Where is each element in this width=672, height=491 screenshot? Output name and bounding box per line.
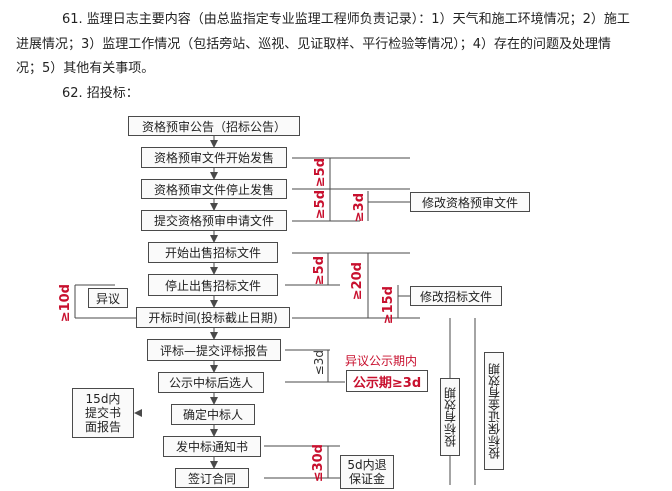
paragraph-61-line-1: 61. 监理日志主要内容（由总监指定专业监理工程师负责记录）：1）天气和施工环境… (62, 12, 630, 27)
duration-modify-prequal: ≥3d (352, 193, 367, 223)
duration-modify-tender: ≥15d (381, 286, 396, 325)
duration-prequal-submit: ≥5d (313, 190, 328, 220)
duration-prequal-sale: ≥5d (313, 158, 328, 188)
report-line-2: 提交书 (84, 406, 121, 420)
bid-validity-period: 投标有效期 (440, 378, 460, 456)
step-prequal-sale-start: 资格预审文件开始发售 (141, 147, 287, 168)
step-submit-prequal: 提交资格预审申请文件 (141, 210, 287, 231)
duration-objection: ≥10d (58, 284, 73, 323)
box-objection: 异议 (88, 288, 128, 308)
step-tender-sale-stop: 停止出售招标文件 (148, 274, 278, 296)
step-issue-notice: 发中标通知书 (163, 436, 261, 457)
report-line-3: 面报告 (84, 420, 121, 434)
box-publicity-period: 公示期≥3d (346, 370, 428, 392)
box-15d-report: 15d内 提交书 面报告 (72, 388, 134, 438)
step-publicize-candidate: 公示中标后选人 (158, 372, 264, 393)
box-modify-tender: 修改招标文件 (410, 286, 502, 306)
label-objection-period: 异议公示期内 (345, 354, 418, 368)
step-sign-contract: 签订合同 (175, 468, 249, 488)
duration-evaluation: ≤3d (312, 350, 326, 376)
paragraph-61-line-2: 进展情况；3）监理工作情况（包括旁站、巡视、见证取样、平行检验等情况）；4）存在… (16, 37, 612, 52)
step-confirm-winner: 确定中标人 (171, 404, 255, 425)
box-5d-deposit: 5d内退 保证金 (340, 455, 394, 489)
duration-contract: ≤30d (311, 444, 326, 483)
paragraph-62-heading: 62. 招投标： (62, 86, 139, 101)
deposit-validity-period: 投标保证金有效期 (484, 352, 504, 470)
duration-tender-sale: ≥5d (312, 256, 327, 286)
deposit-line-1: 5d内退 (347, 458, 387, 472)
step-bid-opening: 开标时间(投标截止日期) (136, 307, 290, 328)
duration-tender-period: ≥20d (350, 262, 365, 301)
box-modify-prequal: 修改资格预审文件 (410, 192, 530, 212)
report-line-1: 15d内 (85, 392, 121, 406)
step-prequal-sale-stop: 资格预审文件停止发售 (141, 179, 287, 199)
step-prequal-announcement: 资格预审公告（招标公告） (128, 116, 300, 136)
step-evaluation-report: 评标—提交评标报告 (147, 339, 281, 361)
step-tender-sale-start: 开始出售招标文件 (148, 242, 278, 263)
deposit-line-2: 保证金 (348, 472, 385, 486)
paragraph-61-line-3: 况；5）其他有关事项。 (16, 61, 155, 76)
